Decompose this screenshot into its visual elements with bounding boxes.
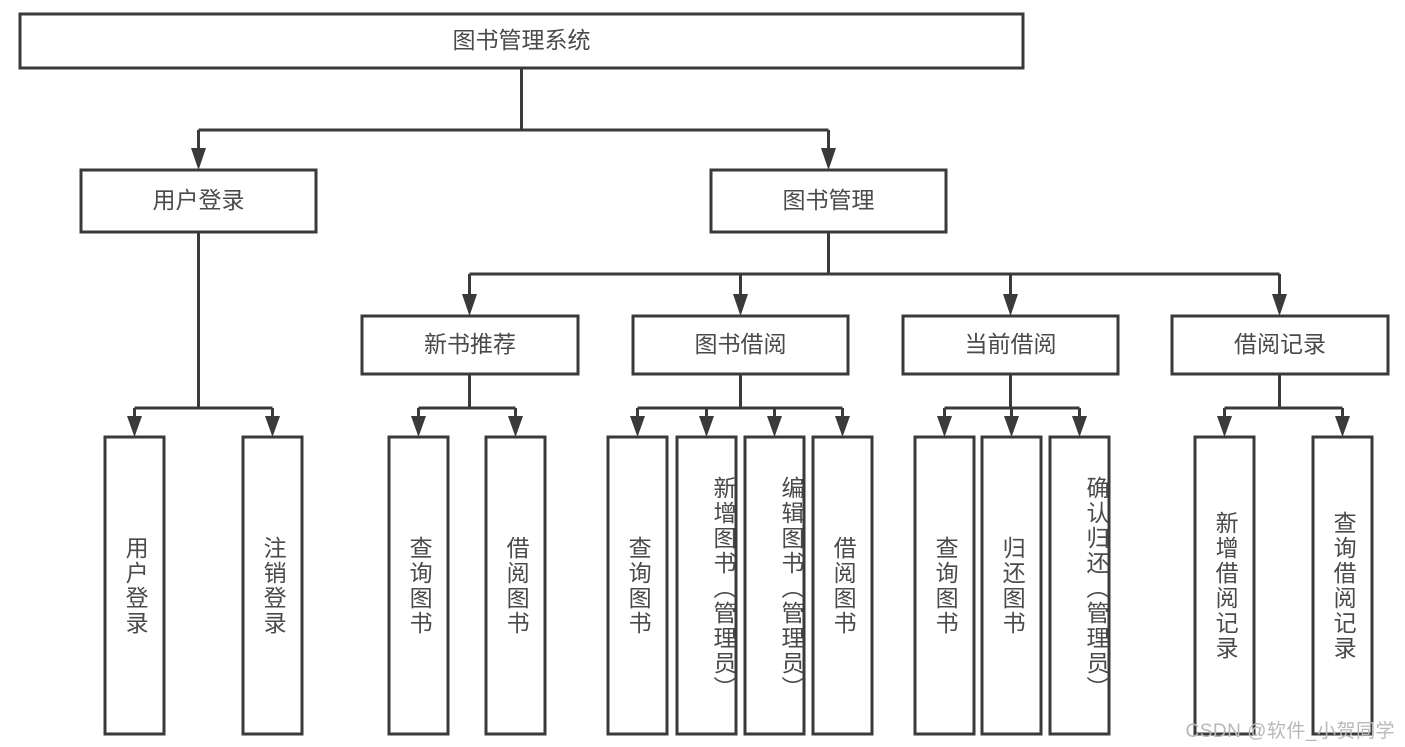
node-new-book-recommend[interactable]: 新书推荐 bbox=[360, 314, 580, 376]
leaf-box-query-book-borrow[interactable] bbox=[606, 435, 669, 736]
node-user-login-label: 用户登录 bbox=[153, 187, 245, 213]
arrow-head-new-book bbox=[462, 294, 477, 316]
node-new-book-recommend-box bbox=[360, 314, 580, 376]
node-book-borrow-box bbox=[631, 314, 850, 376]
node-book-management[interactable]: 图书管理 bbox=[709, 168, 948, 234]
node-root-box bbox=[18, 12, 1025, 70]
arrow-head-current-borrow bbox=[1003, 294, 1018, 316]
arrow-head-cb-leaf2 bbox=[1004, 416, 1019, 437]
leaf-box-confirm-return-admin[interactable] bbox=[1048, 435, 1111, 736]
node-root-system[interactable]: 图书管理系统 bbox=[18, 12, 1025, 70]
arrow-head-br-leaf2 bbox=[1335, 416, 1350, 437]
node-current-borrow-label: 当前借阅 bbox=[965, 331, 1057, 357]
connector-group-bookborrow-to-leaves bbox=[630, 374, 850, 437]
connector-group-newbook-to-leaves bbox=[411, 374, 523, 437]
node-user-login[interactable]: 用户登录 bbox=[79, 168, 318, 234]
arrow-head-user-login bbox=[191, 148, 206, 170]
leaf-box-query-book-current[interactable] bbox=[913, 435, 976, 736]
node-book-borrow[interactable]: 图书借阅 bbox=[631, 314, 850, 376]
arrow-head-book-manage bbox=[821, 148, 836, 170]
connector-group-userlogin-to-leaves bbox=[127, 232, 280, 437]
node-root-label: 图书管理系统 bbox=[453, 27, 591, 53]
leaf-box-user-login[interactable] bbox=[103, 435, 166, 736]
node-current-borrow[interactable]: 当前借阅 bbox=[901, 314, 1120, 376]
arrow-head-borrow-record bbox=[1272, 294, 1287, 316]
arrow-head-leaf-user-login bbox=[127, 416, 142, 437]
leaf-box-edit-book-admin[interactable] bbox=[743, 435, 806, 736]
node-current-borrow-box bbox=[901, 314, 1120, 376]
node-borrow-record-label: 借阅记录 bbox=[1234, 331, 1326, 357]
arrow-head-bb-leaf1 bbox=[630, 416, 645, 437]
arrow-head-cb-leaf1 bbox=[937, 416, 952, 437]
arrow-head-bb-leaf3 bbox=[767, 416, 782, 437]
connector-group-borrowrecord-to-leaves bbox=[1217, 374, 1350, 437]
csdn-watermark: CSDN @软件_小贺同学 bbox=[1185, 721, 1395, 742]
leaf-box-query-borrow-record[interactable] bbox=[1311, 435, 1374, 736]
leaf-box-query-book-recommend[interactable] bbox=[387, 435, 450, 736]
connector-group-root-to-level2 bbox=[191, 68, 836, 170]
node-book-borrow-label: 图书借阅 bbox=[695, 331, 787, 357]
arrow-head-leaf-logout bbox=[265, 416, 280, 437]
leaf-box-borrow-book-recommend[interactable] bbox=[484, 435, 547, 736]
node-borrow-record-box bbox=[1170, 314, 1390, 376]
node-book-management-box bbox=[709, 168, 948, 234]
node-user-login-box bbox=[79, 168, 318, 234]
arrow-head-nb-leaf1 bbox=[411, 416, 426, 437]
arrow-head-book-borrow bbox=[733, 294, 748, 316]
arrow-head-bb-leaf4 bbox=[835, 416, 850, 437]
leaf-box-logout[interactable] bbox=[241, 435, 304, 736]
connector-group-currentborrow-to-leaves bbox=[937, 374, 1087, 437]
arrow-head-cb-leaf3 bbox=[1072, 416, 1087, 437]
node-borrow-record[interactable]: 借阅记录 bbox=[1170, 314, 1390, 376]
arrow-head-bb-leaf2 bbox=[699, 416, 714, 437]
node-book-management-label: 图书管理 bbox=[783, 187, 875, 213]
node-new-book-recommend-label: 新书推荐 bbox=[424, 331, 516, 357]
leaf-box-add-book-admin[interactable] bbox=[675, 435, 738, 736]
leaf-box-borrow-book[interactable] bbox=[811, 435, 874, 736]
connector-group-bookmanage-to-level3 bbox=[462, 232, 1287, 316]
arrow-head-br-leaf1 bbox=[1217, 416, 1232, 437]
arrow-head-nb-leaf2 bbox=[508, 416, 523, 437]
leaf-box-add-borrow-record[interactable] bbox=[1193, 435, 1256, 736]
leaf-box-return-book[interactable] bbox=[980, 435, 1043, 736]
